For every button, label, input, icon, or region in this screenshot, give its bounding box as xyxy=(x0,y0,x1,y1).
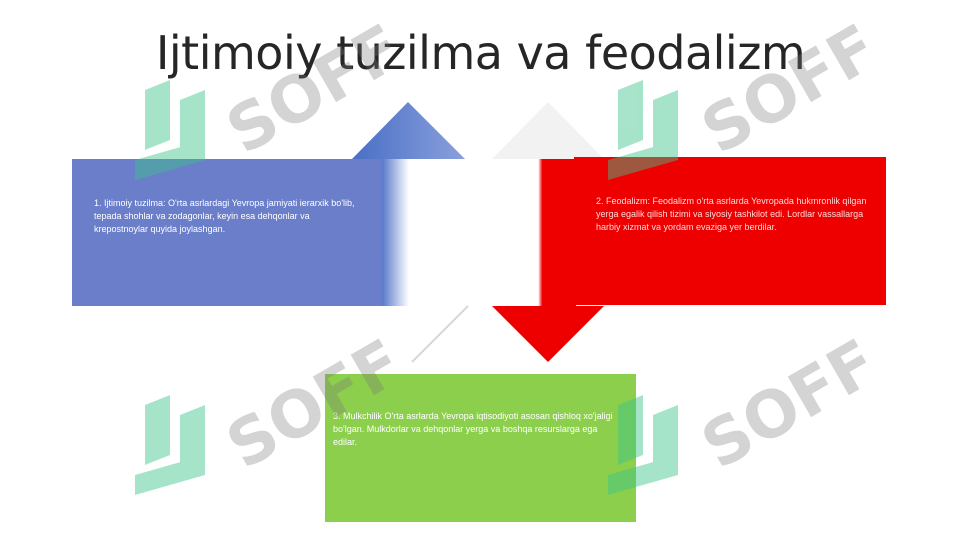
up-arrow-head xyxy=(352,102,465,159)
property-text: 3. Mulkchilik O'rta asrlarda Yevropa iqt… xyxy=(333,411,613,447)
slide-title: Ijtimoiy tuzilma va feodalizm xyxy=(155,26,806,80)
up-arrow-grey-head xyxy=(492,102,604,159)
feudalism-box: 2. Feodalizm: Feodalizm o'rta asrlarda Y… xyxy=(574,157,886,305)
down-arrow-head xyxy=(492,306,604,362)
up-arrow-shaft xyxy=(380,159,438,306)
property-box: 3. Mulkchilik O'rta asrlarda Yevropa iqt… xyxy=(325,374,636,522)
social-structure-text: 1. Ijtimoiy tuzilma: O'rta asrlardagi Ye… xyxy=(94,198,355,234)
down-arrow-shaft xyxy=(492,159,576,306)
diagonal-line xyxy=(411,305,469,363)
social-structure-box: 1. Ijtimoiy tuzilma: O'rta asrlardagi Ye… xyxy=(72,159,382,306)
feudalism-text: 2. Feodalizm: Feodalizm o'rta asrlarda Y… xyxy=(596,196,867,232)
